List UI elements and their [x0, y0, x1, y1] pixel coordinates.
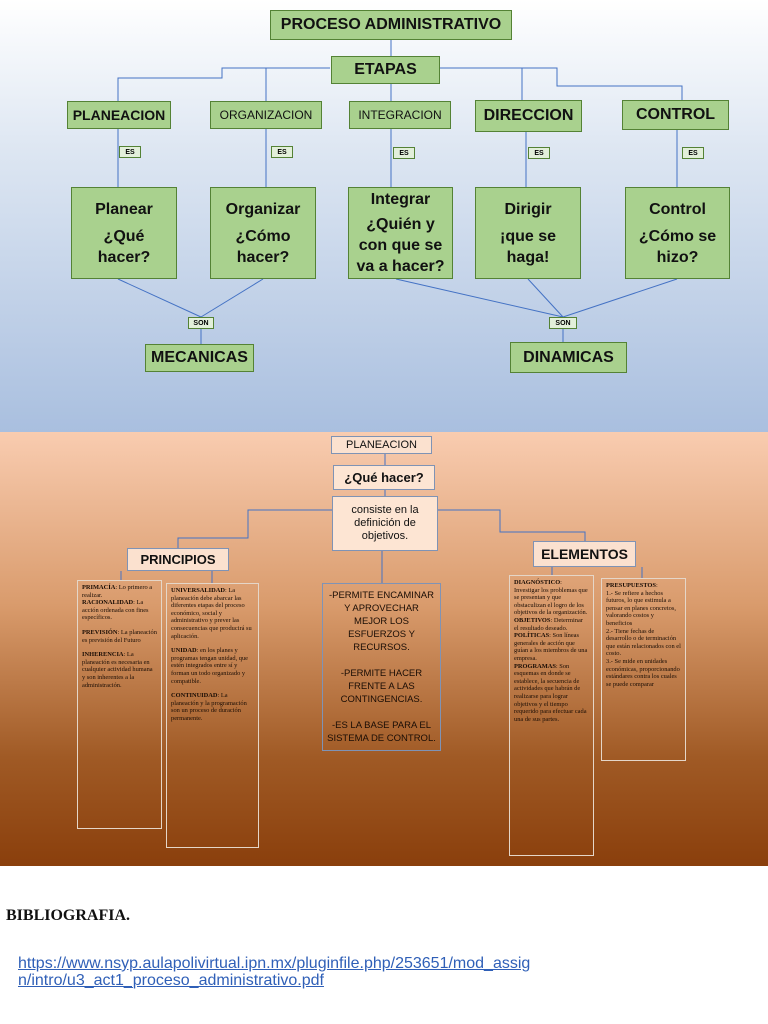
- son-tag: SON: [549, 317, 577, 329]
- mecanicas-box: MECANICAS: [145, 344, 254, 372]
- stage-integracion: INTEGRACION: [349, 101, 451, 129]
- stage-control: CONTROL: [622, 100, 729, 130]
- question-verb: Planear: [95, 200, 153, 218]
- question-text: ¿Cómo hacer?: [235, 227, 291, 266]
- principle-item: INHERENCIA: La planeación es necesaria e…: [82, 651, 153, 689]
- elements-column-2: PRESUPUESTOS:1.- Se refiere a hechos fut…: [601, 578, 686, 761]
- benefit-line: -ES LA BASE PARA EL SISTEMA DE CONTROL.: [327, 720, 436, 744]
- question-integrar: Integrar ¿Quién y con que se va a hacer?: [348, 187, 453, 279]
- question-verb: Organizar: [225, 200, 301, 218]
- etapas-box: ETAPAS: [331, 56, 440, 84]
- principios-heading: PRINCIPIOS: [127, 548, 229, 571]
- elementos-heading: ELEMENTOS: [533, 541, 636, 567]
- benefit-line: -PERMITE HACER FRENTE A LAS CONTINGENCIA…: [340, 668, 423, 705]
- question-text: ¿Qué hacer?: [97, 227, 151, 266]
- principles-column-1: PRIMACÍA: Lo primero a realizar.RACIONAL…: [77, 580, 162, 829]
- principle-item: PREVISIÓN: La planeación es previsión de…: [82, 628, 157, 644]
- planeacion-heading: PLANEACION: [331, 436, 432, 454]
- elements-column-1: DIAGNÓSTICO: Investigar los problemas qu…: [509, 575, 594, 856]
- question-verb: Control: [649, 200, 706, 218]
- question-organizar: Organizar ¿Cómo hacer?: [210, 187, 316, 279]
- planeacion-benefits-box: -PERMITE ENCAMINAR Y APROVECHAR MEJOR LO…: [322, 583, 441, 751]
- consiste-box: consiste en la definición de objetivos.: [332, 496, 438, 551]
- stage-planeacion: PLANEACION: [67, 101, 171, 129]
- stage-direccion: DIRECCION: [475, 100, 582, 132]
- question-verb: Integrar: [370, 191, 431, 208]
- link-line[interactable]: n/intro/u3_act1_proceso_administrativo.p…: [18, 972, 324, 989]
- son-tag: SON: [188, 317, 214, 329]
- es-tag: ES: [119, 146, 141, 158]
- element-item: DIAGNÓSTICO: Investigar los problemas qu…: [514, 579, 588, 723]
- que-hacer-box: ¿Qué hacer?: [333, 465, 435, 490]
- es-tag: ES: [528, 147, 550, 159]
- question-verb: Dirigir: [504, 200, 552, 218]
- question-control: Control ¿Cómo se hizo?: [625, 187, 730, 279]
- bibliography-title: BIBLIOGRAFIA.: [6, 907, 131, 924]
- principles-column-2: UNIVERSALIDAD: La planeación debe abarca…: [166, 583, 259, 848]
- principle-item: UNIVERSALIDAD: La planeación debe abarca…: [171, 587, 252, 640]
- principle-item: PRIMACÍA: Lo primero a realizar.RACIONAL…: [82, 584, 153, 622]
- principle-item: CONTINUIDAD: La planeación y la programa…: [171, 692, 247, 722]
- element-item: PRESUPUESTOS:1.- Se refiere a hechos fut…: [606, 582, 681, 688]
- question-text: ¿Quién y con que se va a hacer?: [356, 216, 445, 275]
- question-text: ¿Cómo se hizo?: [638, 227, 717, 266]
- principle-item: UNIDAD: en los planes y programas tengan…: [171, 647, 249, 685]
- link-line[interactable]: https://www.nsyp.aulapolivirtual.ipn.mx/…: [18, 955, 531, 972]
- es-tag: ES: [271, 146, 293, 158]
- question-planear: Planear ¿Qué hacer?: [71, 187, 177, 279]
- bibliography-link[interactable]: https://www.nsyp.aulapolivirtual.ipn.mx/…: [18, 955, 618, 989]
- title-proceso-administrativo: PROCESO ADMINISTRATIVO: [270, 10, 512, 40]
- benefit-line: -PERMITE ENCAMINAR Y APROVECHAR MEJOR LO…: [328, 590, 435, 653]
- dinamicas-box: DINAMICAS: [510, 342, 627, 373]
- question-dirigir: Dirigir ¡que se haga!: [475, 187, 581, 279]
- es-tag: ES: [682, 147, 704, 159]
- stage-organizacion: ORGANIZACION: [210, 101, 322, 129]
- question-text: ¡que se haga!: [499, 227, 556, 266]
- es-tag: ES: [393, 147, 415, 159]
